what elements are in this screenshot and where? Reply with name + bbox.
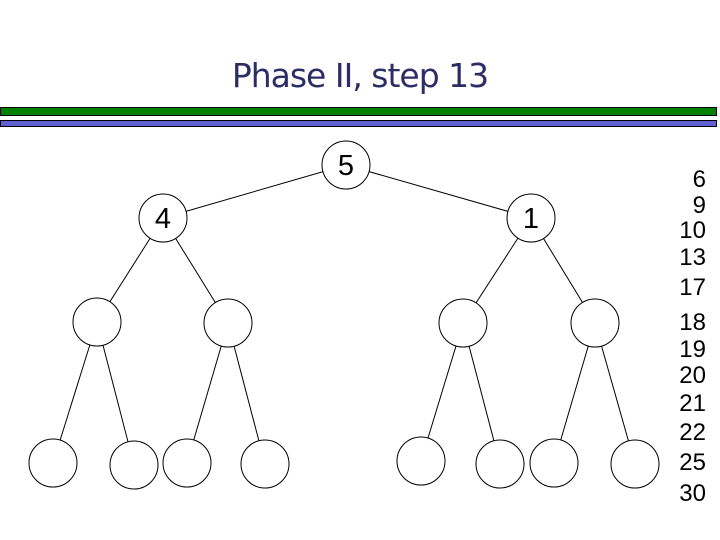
tree-node-label: 1 <box>523 203 539 235</box>
tree-node-5 <box>321 140 371 190</box>
side-number: 22 <box>679 419 706 446</box>
divider-bar-green <box>0 107 717 116</box>
tree-node <box>396 436 446 486</box>
tree-node-label: 4 <box>155 203 171 235</box>
side-number: 10 <box>679 217 706 244</box>
tree-node <box>203 298 253 348</box>
side-number: 30 <box>679 480 706 507</box>
tree-node <box>475 439 525 489</box>
side-number: 13 <box>679 244 706 271</box>
side-number: 9 <box>692 192 706 219</box>
side-number: 18 <box>679 309 706 336</box>
tree-node <box>109 440 159 490</box>
tree-edge <box>96 321 135 466</box>
tree-node <box>570 298 620 348</box>
tree-node-1 <box>506 193 556 243</box>
tree-edge <box>345 164 532 219</box>
tree-edge <box>52 321 98 464</box>
tree-node-4 <box>138 193 188 243</box>
tree-node <box>438 298 488 348</box>
slide-title: Phase II, step 13 <box>231 56 489 95</box>
side-number: 21 <box>679 390 706 417</box>
side-number: 6 <box>692 166 706 193</box>
tree-node <box>529 438 579 488</box>
tree-node-label: 5 <box>338 150 354 182</box>
tree-node <box>240 439 290 489</box>
tree-node <box>28 438 78 488</box>
side-number: 19 <box>679 336 706 363</box>
divider-bar-blue <box>0 120 717 127</box>
tree-node <box>72 297 122 347</box>
side-number: 17 <box>679 274 706 301</box>
tree-edge <box>162 164 347 219</box>
tree-node <box>162 438 212 488</box>
side-number: 20 <box>679 362 706 389</box>
side-number: 25 <box>679 449 706 476</box>
tree-node <box>610 439 660 489</box>
